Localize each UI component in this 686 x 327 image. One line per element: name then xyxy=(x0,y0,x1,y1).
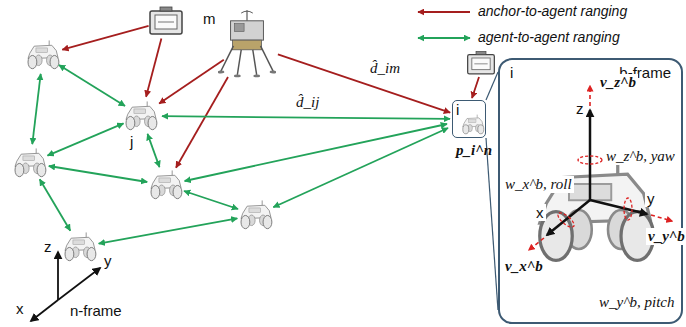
rover-icon xyxy=(65,232,96,260)
legend-sample xyxy=(418,11,470,13)
ranging-connector xyxy=(162,116,450,119)
legend-sample xyxy=(418,37,470,39)
text-label: z xyxy=(44,238,52,255)
anchor-icon xyxy=(150,7,182,34)
rover-icon xyxy=(463,115,484,134)
rover-closeup xyxy=(540,156,654,260)
node-label: j xyxy=(130,133,133,150)
text-label: v_x^b xyxy=(503,258,545,275)
text-label: w_y^b, pitch xyxy=(597,294,676,311)
text-label: n-frame xyxy=(70,302,122,319)
zoom-line xyxy=(486,72,498,100)
text-label: y xyxy=(104,252,112,269)
rover-picture xyxy=(123,101,159,131)
b-frame-axes xyxy=(529,86,672,250)
node-label: i xyxy=(456,101,459,118)
lander-node: m xyxy=(218,8,276,80)
lander-icon xyxy=(218,10,276,77)
rover-icon xyxy=(151,170,182,198)
text-label: i xyxy=(510,64,513,81)
agent-node: i xyxy=(452,100,486,138)
lander-picture xyxy=(218,8,276,80)
text-label: v_y^b xyxy=(646,228,686,245)
anchor-icon xyxy=(468,51,495,74)
text-label: w_z^b, yaw xyxy=(604,148,677,165)
text-label: v_z^b xyxy=(598,74,638,91)
anchor-ranging-lines xyxy=(62,26,479,168)
rover-icon xyxy=(241,200,272,228)
rover-icon xyxy=(126,101,157,129)
ranging-connector xyxy=(278,54,450,112)
legend-text: agent-to-agent ranging xyxy=(478,29,620,45)
zoom-line xyxy=(486,138,498,310)
text-label: x xyxy=(534,204,546,221)
agent-ranging-lines xyxy=(32,65,448,244)
rover-picture xyxy=(461,114,485,135)
text-label: w_x^b, roll xyxy=(503,176,574,193)
node-label: m xyxy=(203,10,216,27)
edge-label: d̂_im xyxy=(370,60,400,77)
text-label: p_i^n xyxy=(456,142,492,159)
text-label: x xyxy=(16,300,24,317)
legend-text: anchor-to-agent ranging xyxy=(478,3,627,19)
agent-node: j xyxy=(122,100,160,132)
rover-icon xyxy=(15,148,46,176)
text-label: z xyxy=(574,100,586,117)
edge-label: d̂_ij xyxy=(296,94,319,111)
rover-icon xyxy=(28,40,59,68)
text-label: y xyxy=(645,190,657,207)
